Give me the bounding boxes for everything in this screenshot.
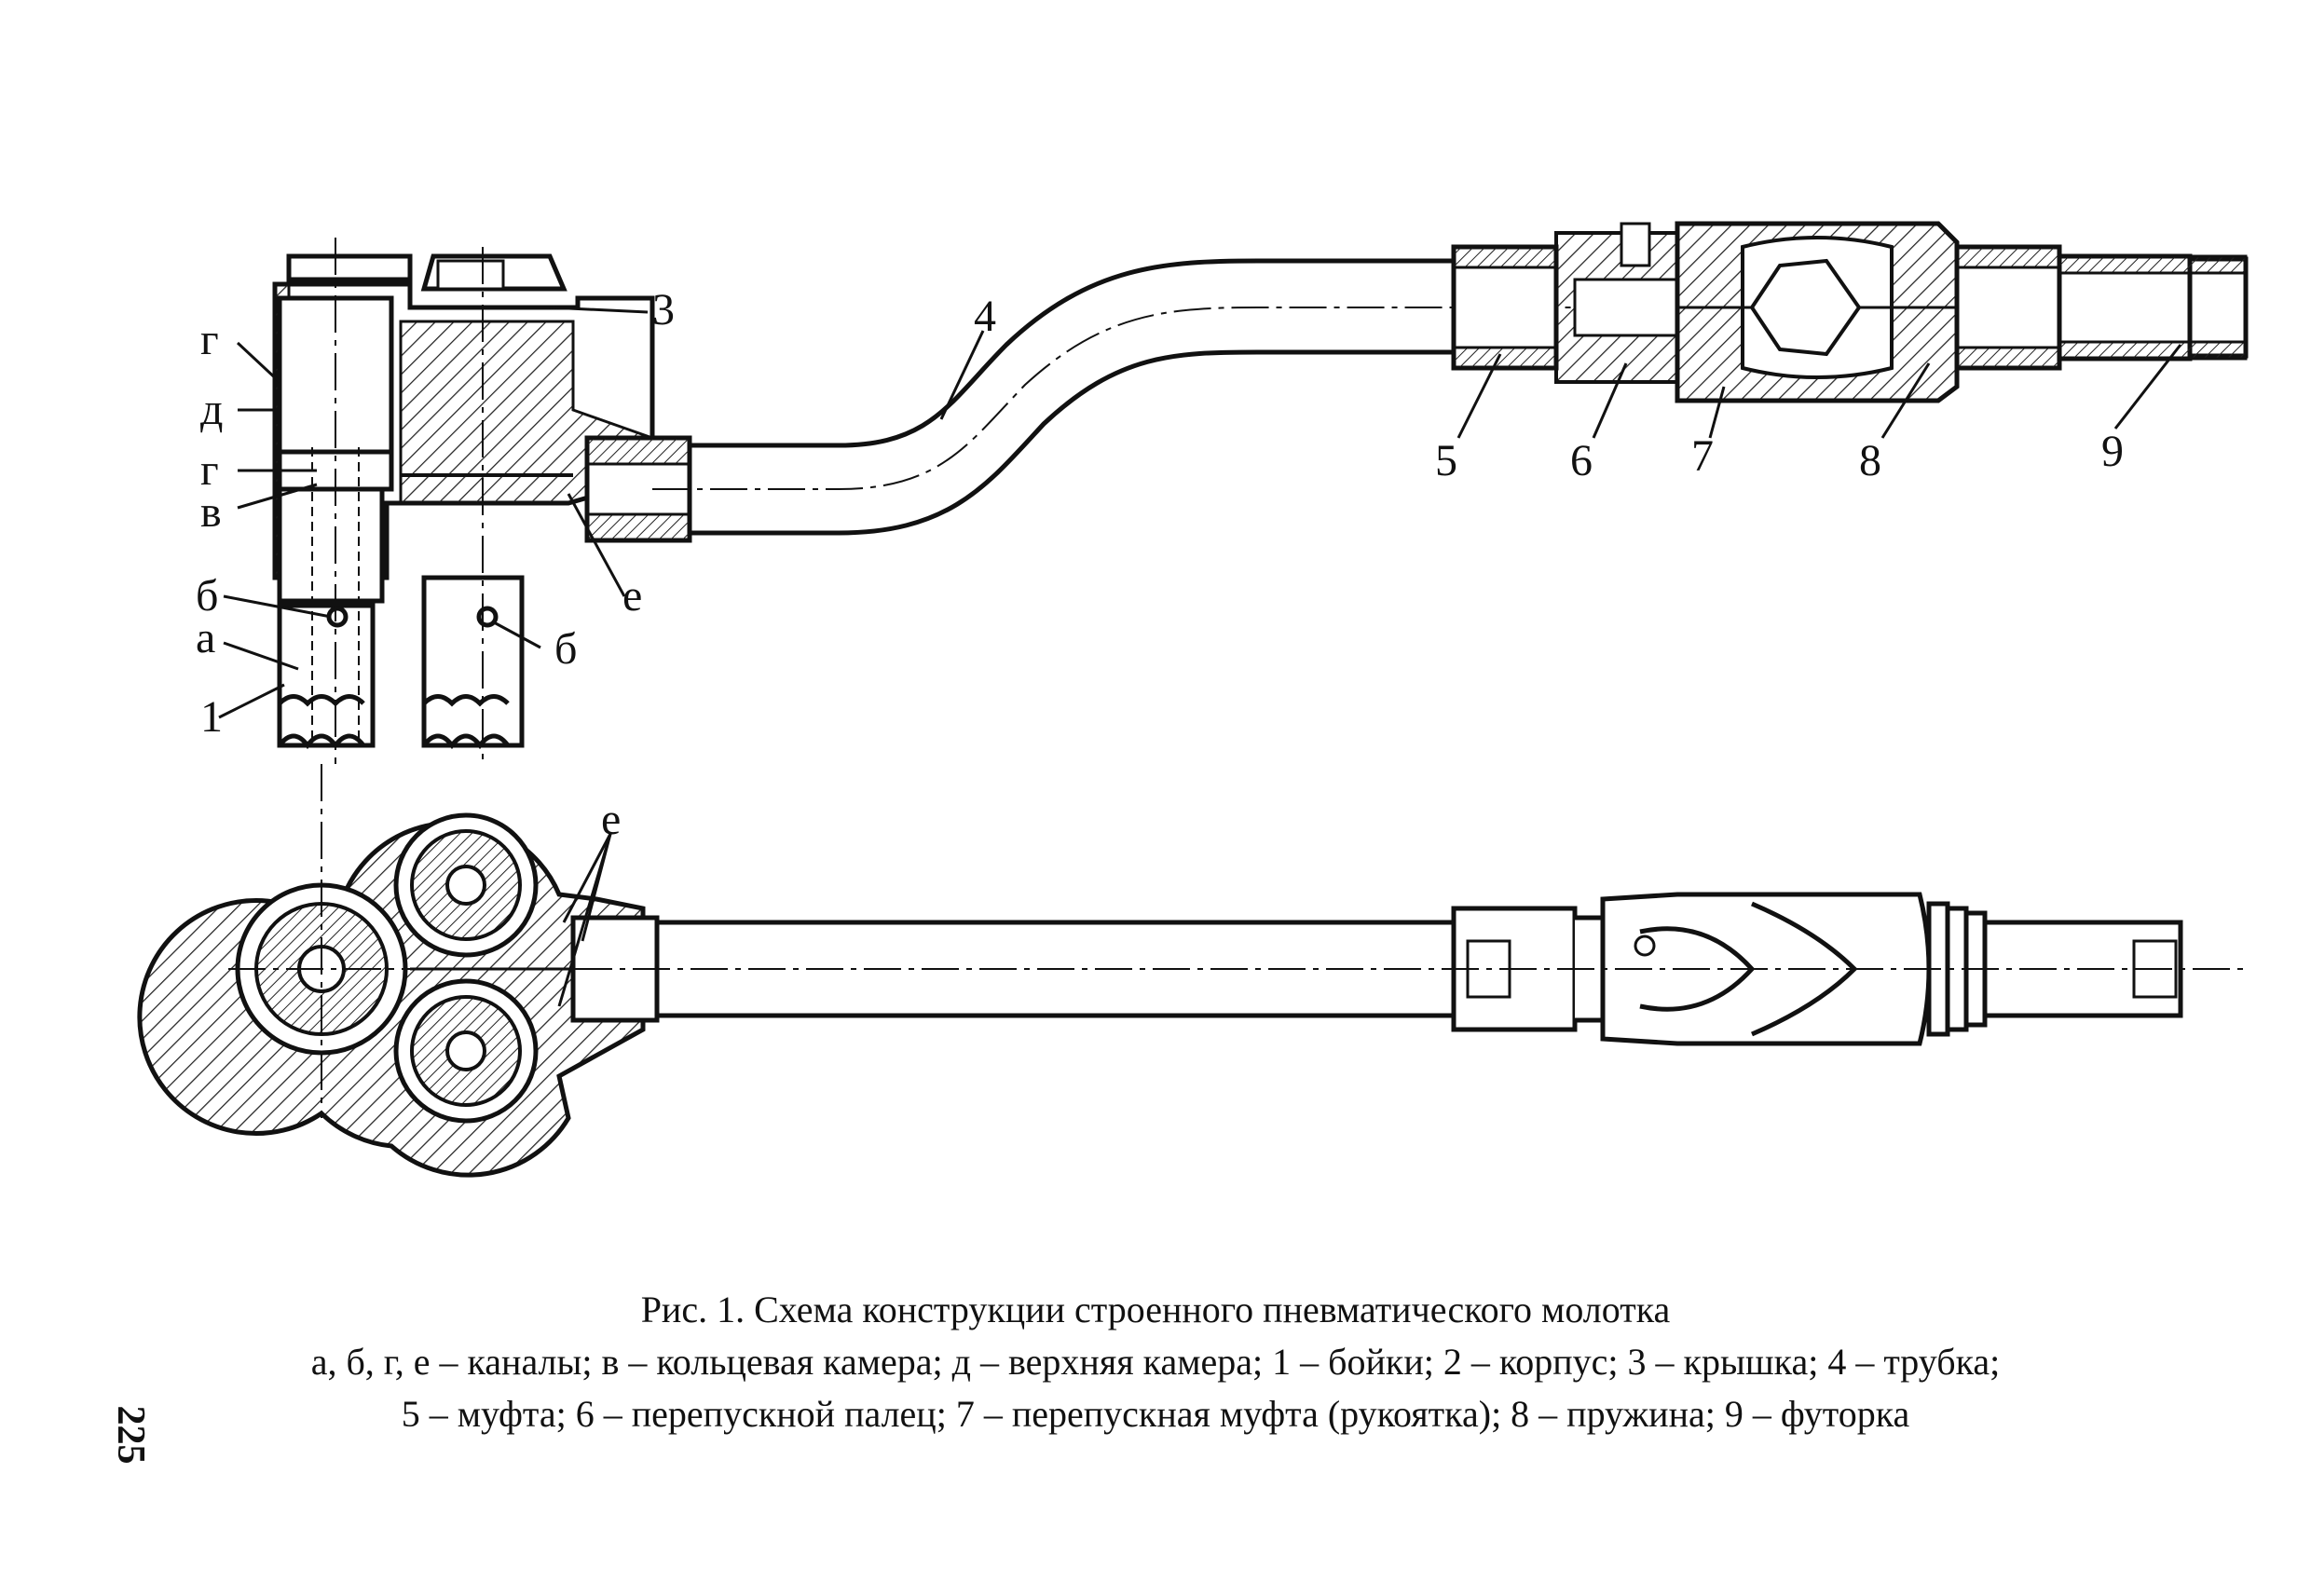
label-v: в [200, 487, 222, 537]
label-5: 5 [1435, 436, 1457, 485]
figure-title: Рис. 1. Схема конструкции строенного пне… [640, 1289, 1671, 1330]
label-e-plan: е [601, 795, 621, 844]
label-d: д [200, 385, 223, 434]
label-1: 1 [200, 692, 223, 742]
handle-assembly-side [1451, 221, 2249, 403]
label-9: 9 [2101, 427, 2124, 476]
label-e-side: е [622, 571, 642, 621]
label-g-top: г [200, 315, 219, 364]
label-4: 4 [974, 292, 996, 341]
plan-view [137, 764, 2246, 1178]
label-b-right: б [554, 624, 577, 674]
tube-side [652, 258, 2246, 536]
tube-fitting-side [584, 435, 692, 543]
trefoil-body [137, 812, 646, 1178]
label-g-mid: г [200, 445, 219, 495]
side-view [272, 221, 2249, 764]
right-striker [421, 575, 525, 750]
leader-lines-side [218, 306, 2182, 719]
figure-caption-line2: 5 – муфта; 6 – перепускной палец; 7 – пе… [401, 1393, 1910, 1435]
label-a: а [196, 613, 215, 662]
label-7: 7 [1691, 431, 1714, 481]
leader-lines-plan [557, 833, 612, 1007]
label-8: 8 [1859, 436, 1881, 485]
label-b-left: б [196, 571, 218, 621]
cover-side [286, 253, 567, 292]
label-6: 6 [1570, 436, 1593, 485]
page-number: 225 [109, 1405, 152, 1465]
figure-caption-line1: а, б, г, е – каналы; в – кольцевая камер… [310, 1341, 2001, 1383]
label-3: 3 [652, 285, 675, 334]
